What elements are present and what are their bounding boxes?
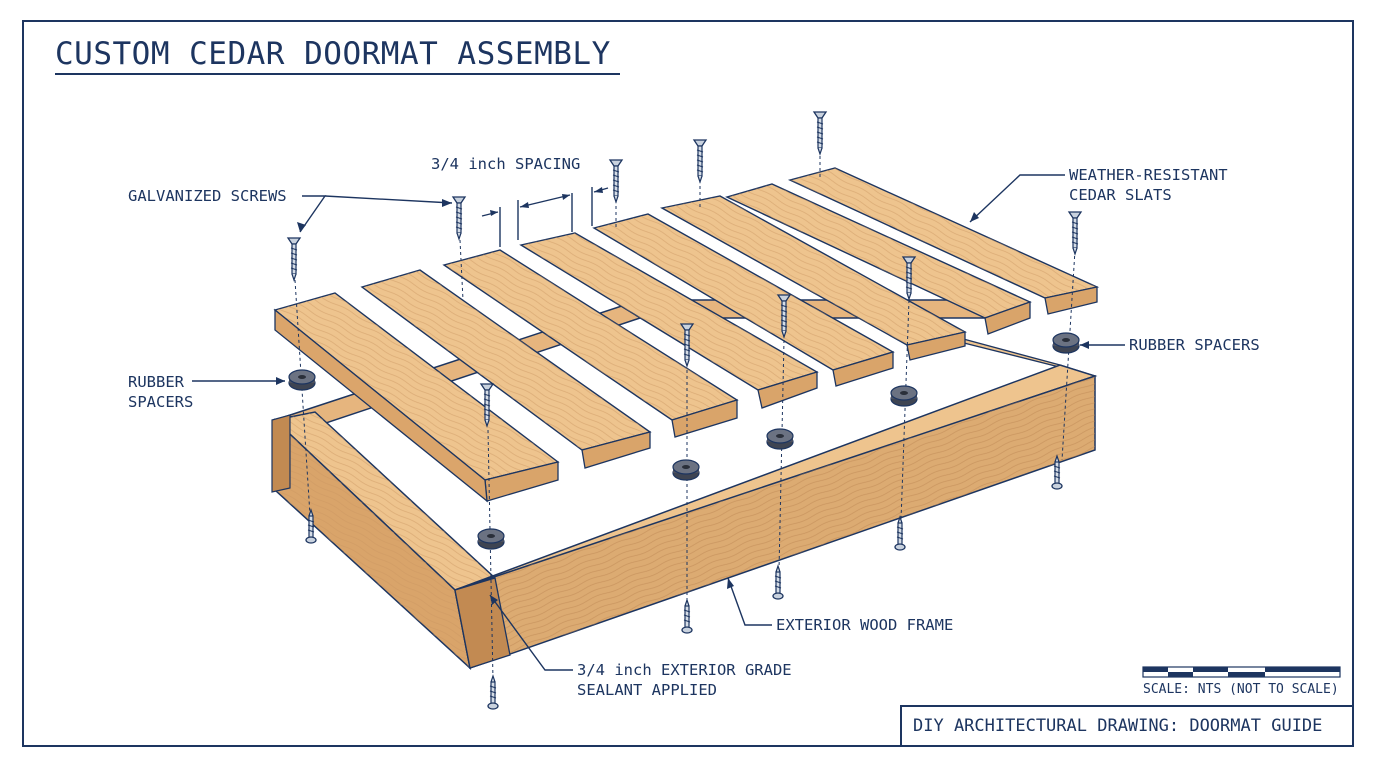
title-underline — [55, 73, 620, 75]
drawing-border — [22, 20, 1354, 747]
cedar-slats — [273, 167, 1100, 503]
slat-2 — [360, 269, 652, 469]
label-rubber-spacers-left-line1: RUBBER — [128, 373, 184, 391]
alignment-lines — [294, 150, 1076, 681]
scale-bar — [1142, 666, 1341, 678]
page-title: CUSTOM CEDAR DOORMAT ASSEMBLY — [55, 36, 611, 72]
label-rubber-spacers-right: RUBBER SPACERS — [1129, 336, 1260, 354]
scale-text: SCALE: NTS (NOT TO SCALE) — [1143, 682, 1339, 697]
slat-8 — [787, 167, 1100, 315]
label-spacing: 3/4 inch SPACING — [431, 155, 581, 173]
title-block-text: DIY ARCHITECTURAL DRAWING: DOORMAT GUIDE — [913, 716, 1323, 736]
slat-1 — [273, 292, 560, 503]
slat-7 — [725, 183, 1032, 335]
slat-5 — [592, 213, 895, 387]
arrowheads — [276, 187, 1089, 605]
title-block: DIY ARCHITECTURAL DRAWING: DOORMAT GUIDE — [900, 705, 1354, 747]
label-sealant-line1: 3/4 inch EXTERIOR GRADE — [577, 661, 792, 679]
exterior-wood-frame — [271, 299, 1098, 671]
slat-4 — [519, 232, 819, 409]
label-cedar-slats-line1: WEATHER-RESISTANT — [1069, 166, 1228, 184]
label-sealant-line2: SEALANT APPLIED — [577, 681, 717, 699]
slat-3 — [442, 249, 739, 438]
label-rubber-spacers-left-line2: SPACERS — [128, 393, 194, 411]
label-galvanized-screws: GALVANIZED SCREWS — [128, 187, 287, 205]
slat-6 — [660, 195, 967, 361]
label-exterior-frame: EXTERIOR WOOD FRAME — [776, 616, 954, 634]
label-cedar-slats-line2: CEDAR SLATS — [1069, 186, 1172, 204]
